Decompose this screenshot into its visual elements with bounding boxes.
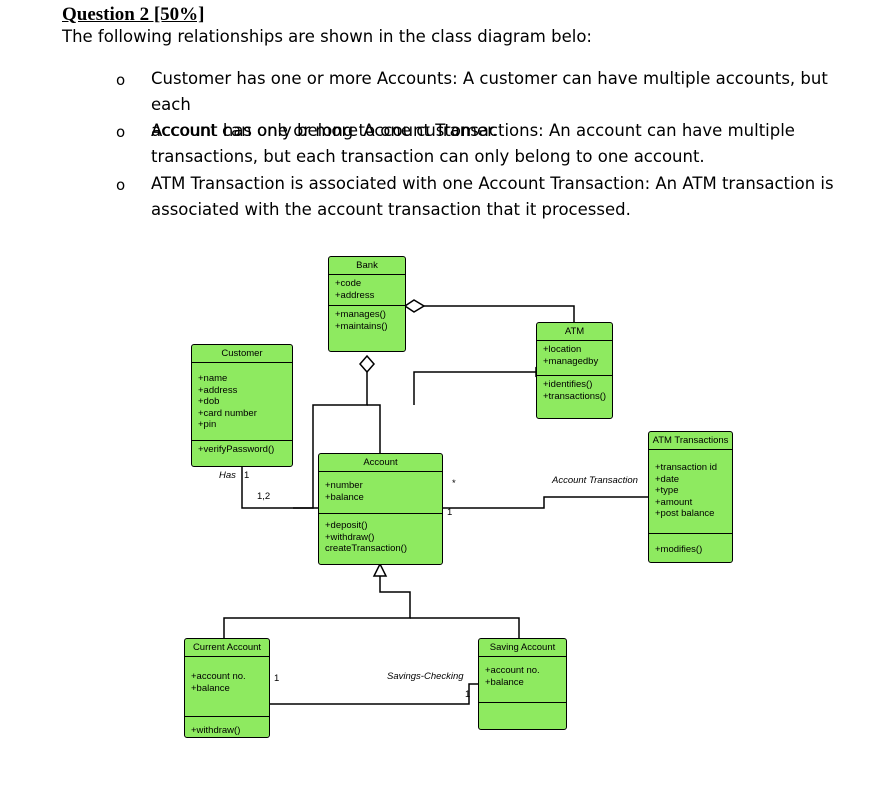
attribute: +location bbox=[543, 344, 582, 355]
label-account-transaction: Account Transaction bbox=[552, 475, 638, 486]
attribute: +date bbox=[655, 473, 680, 485]
method: +deposit() bbox=[325, 520, 368, 531]
label-multiplicity: 1,2 bbox=[257, 491, 271, 502]
class-title: ATM bbox=[537, 323, 612, 341]
attribute: +amount bbox=[655, 496, 693, 508]
label-savings-checking: Savings-Checking bbox=[387, 671, 464, 682]
class-methods: +verifyPassword() bbox=[192, 441, 292, 459]
class-methods: +withdraw() bbox=[185, 717, 269, 740]
attribute: +balance bbox=[485, 676, 524, 688]
inheritance-connector-right bbox=[410, 617, 520, 638]
class-attributes: +transaction id +date +type +amount +pos… bbox=[649, 450, 732, 534]
class-methods: +deposit() +withdraw() createTransaction… bbox=[319, 514, 442, 558]
bullet-line: transactions, but each transaction can o… bbox=[151, 147, 705, 166]
class-methods: +manages() +maintains() bbox=[329, 306, 405, 335]
inheritance-connector bbox=[223, 576, 411, 638]
class-bank[interactable]: Bank +code +address +manages() +maintain… bbox=[328, 256, 406, 352]
method: +modifies() bbox=[655, 544, 703, 555]
customer-account-connector bbox=[241, 466, 318, 509]
class-attributes: +account no. +balance bbox=[479, 657, 566, 703]
attribute: +name bbox=[198, 373, 228, 384]
label-multiplicity: 1 bbox=[244, 470, 250, 481]
attribute: +address bbox=[335, 289, 375, 301]
class-title: Account bbox=[319, 454, 442, 472]
attribute: +address bbox=[198, 384, 238, 396]
aggregation-diamond-icon bbox=[359, 354, 375, 374]
class-title: Customer bbox=[192, 345, 292, 363]
aggregation-diamond-icon bbox=[403, 299, 426, 313]
attribute: +balance bbox=[325, 491, 364, 503]
method: +verifyPassword() bbox=[198, 444, 275, 455]
bullet-item: Customer has one or more Accounts: A cus… bbox=[151, 66, 861, 144]
attribute: +card number bbox=[198, 407, 257, 419]
attribute: +transaction id bbox=[655, 462, 718, 473]
attribute: +pin bbox=[198, 419, 217, 430]
class-title: Saving Account bbox=[479, 639, 566, 657]
method: +withdraw() bbox=[191, 725, 241, 736]
account-atm-connector bbox=[413, 371, 536, 405]
bullet-marker: o bbox=[116, 71, 126, 89]
method: +withdraw() bbox=[325, 531, 375, 543]
class-title: Current Account bbox=[185, 639, 269, 657]
class-title: Bank bbox=[329, 257, 405, 275]
attribute: +number bbox=[325, 480, 363, 491]
current-saving-connector bbox=[269, 683, 478, 705]
class-atm[interactable]: ATM +location +managedby +identifies() +… bbox=[536, 322, 613, 419]
bullet-line: associated with the account transaction … bbox=[151, 200, 631, 219]
bullet-line: Account has one or more Account Transact… bbox=[151, 121, 795, 140]
method: +maintains() bbox=[335, 320, 388, 332]
method: createTransaction() bbox=[325, 543, 408, 554]
attribute: +code bbox=[335, 278, 362, 289]
class-customer[interactable]: Customer +name +address +dob +card numbe… bbox=[191, 344, 293, 467]
label-multiplicity: 1 bbox=[465, 689, 471, 700]
label-multiplicity: 1 bbox=[274, 673, 280, 684]
attribute: +type bbox=[655, 485, 679, 496]
class-attributes: +code +address bbox=[329, 275, 405, 306]
account-atmtransaction-connector bbox=[442, 496, 648, 509]
class-attributes: +number +balance bbox=[319, 472, 442, 514]
bullet-line: ATM Transaction is associated with one A… bbox=[151, 174, 834, 193]
bullet-marker: o bbox=[116, 176, 126, 194]
attribute: +account no. bbox=[485, 665, 540, 676]
attribute: +managedby bbox=[543, 355, 599, 367]
inheritance-triangle-icon bbox=[372, 562, 388, 577]
attribute: +account no. bbox=[191, 671, 246, 682]
bullet-item: Account has one or more Account Transact… bbox=[151, 118, 861, 170]
bullet-line: Customer has one or more Accounts: A cus… bbox=[151, 69, 828, 114]
class-current-account[interactable]: Current Account +account no. +balance +w… bbox=[184, 638, 270, 738]
method: +identifies() bbox=[543, 379, 593, 390]
attribute: +dob bbox=[198, 396, 220, 407]
bullet-line: account can only belong to one customer. bbox=[151, 121, 498, 140]
class-attributes: +account no. +balance bbox=[185, 657, 269, 717]
method: +transactions() bbox=[543, 390, 607, 402]
label-multiplicity: 1 bbox=[447, 507, 453, 518]
class-account[interactable]: Account +number +balance +deposit() +wit… bbox=[318, 453, 443, 565]
bank-atm-connector bbox=[424, 305, 575, 323]
question-intro: The following relationships are shown in… bbox=[62, 27, 592, 46]
class-saving-account[interactable]: Saving Account +account no. +balance bbox=[478, 638, 567, 730]
bullet-marker: o bbox=[116, 123, 126, 141]
class-atm-transactions[interactable]: ATM Transactions +transaction id +date +… bbox=[648, 431, 733, 563]
class-methods: +modifies() bbox=[649, 534, 732, 559]
class-title: ATM Transactions bbox=[649, 432, 732, 450]
bank-account-connector-down bbox=[367, 404, 381, 453]
method: +manages() bbox=[335, 309, 386, 320]
label-has: Has bbox=[219, 470, 236, 481]
class-attributes: +location +managedby bbox=[537, 341, 612, 376]
class-methods: +identifies() +transactions() bbox=[537, 376, 612, 405]
bullet-item: ATM Transaction is associated with one A… bbox=[151, 171, 861, 223]
attribute: +post balance bbox=[655, 508, 715, 519]
class-methods bbox=[479, 703, 566, 709]
question-heading: Question 2 [50%] bbox=[62, 4, 205, 25]
class-attributes: +name +address +dob +card number +pin bbox=[192, 363, 292, 441]
label-multiplicity: * bbox=[452, 478, 456, 489]
attribute: +balance bbox=[191, 682, 230, 694]
